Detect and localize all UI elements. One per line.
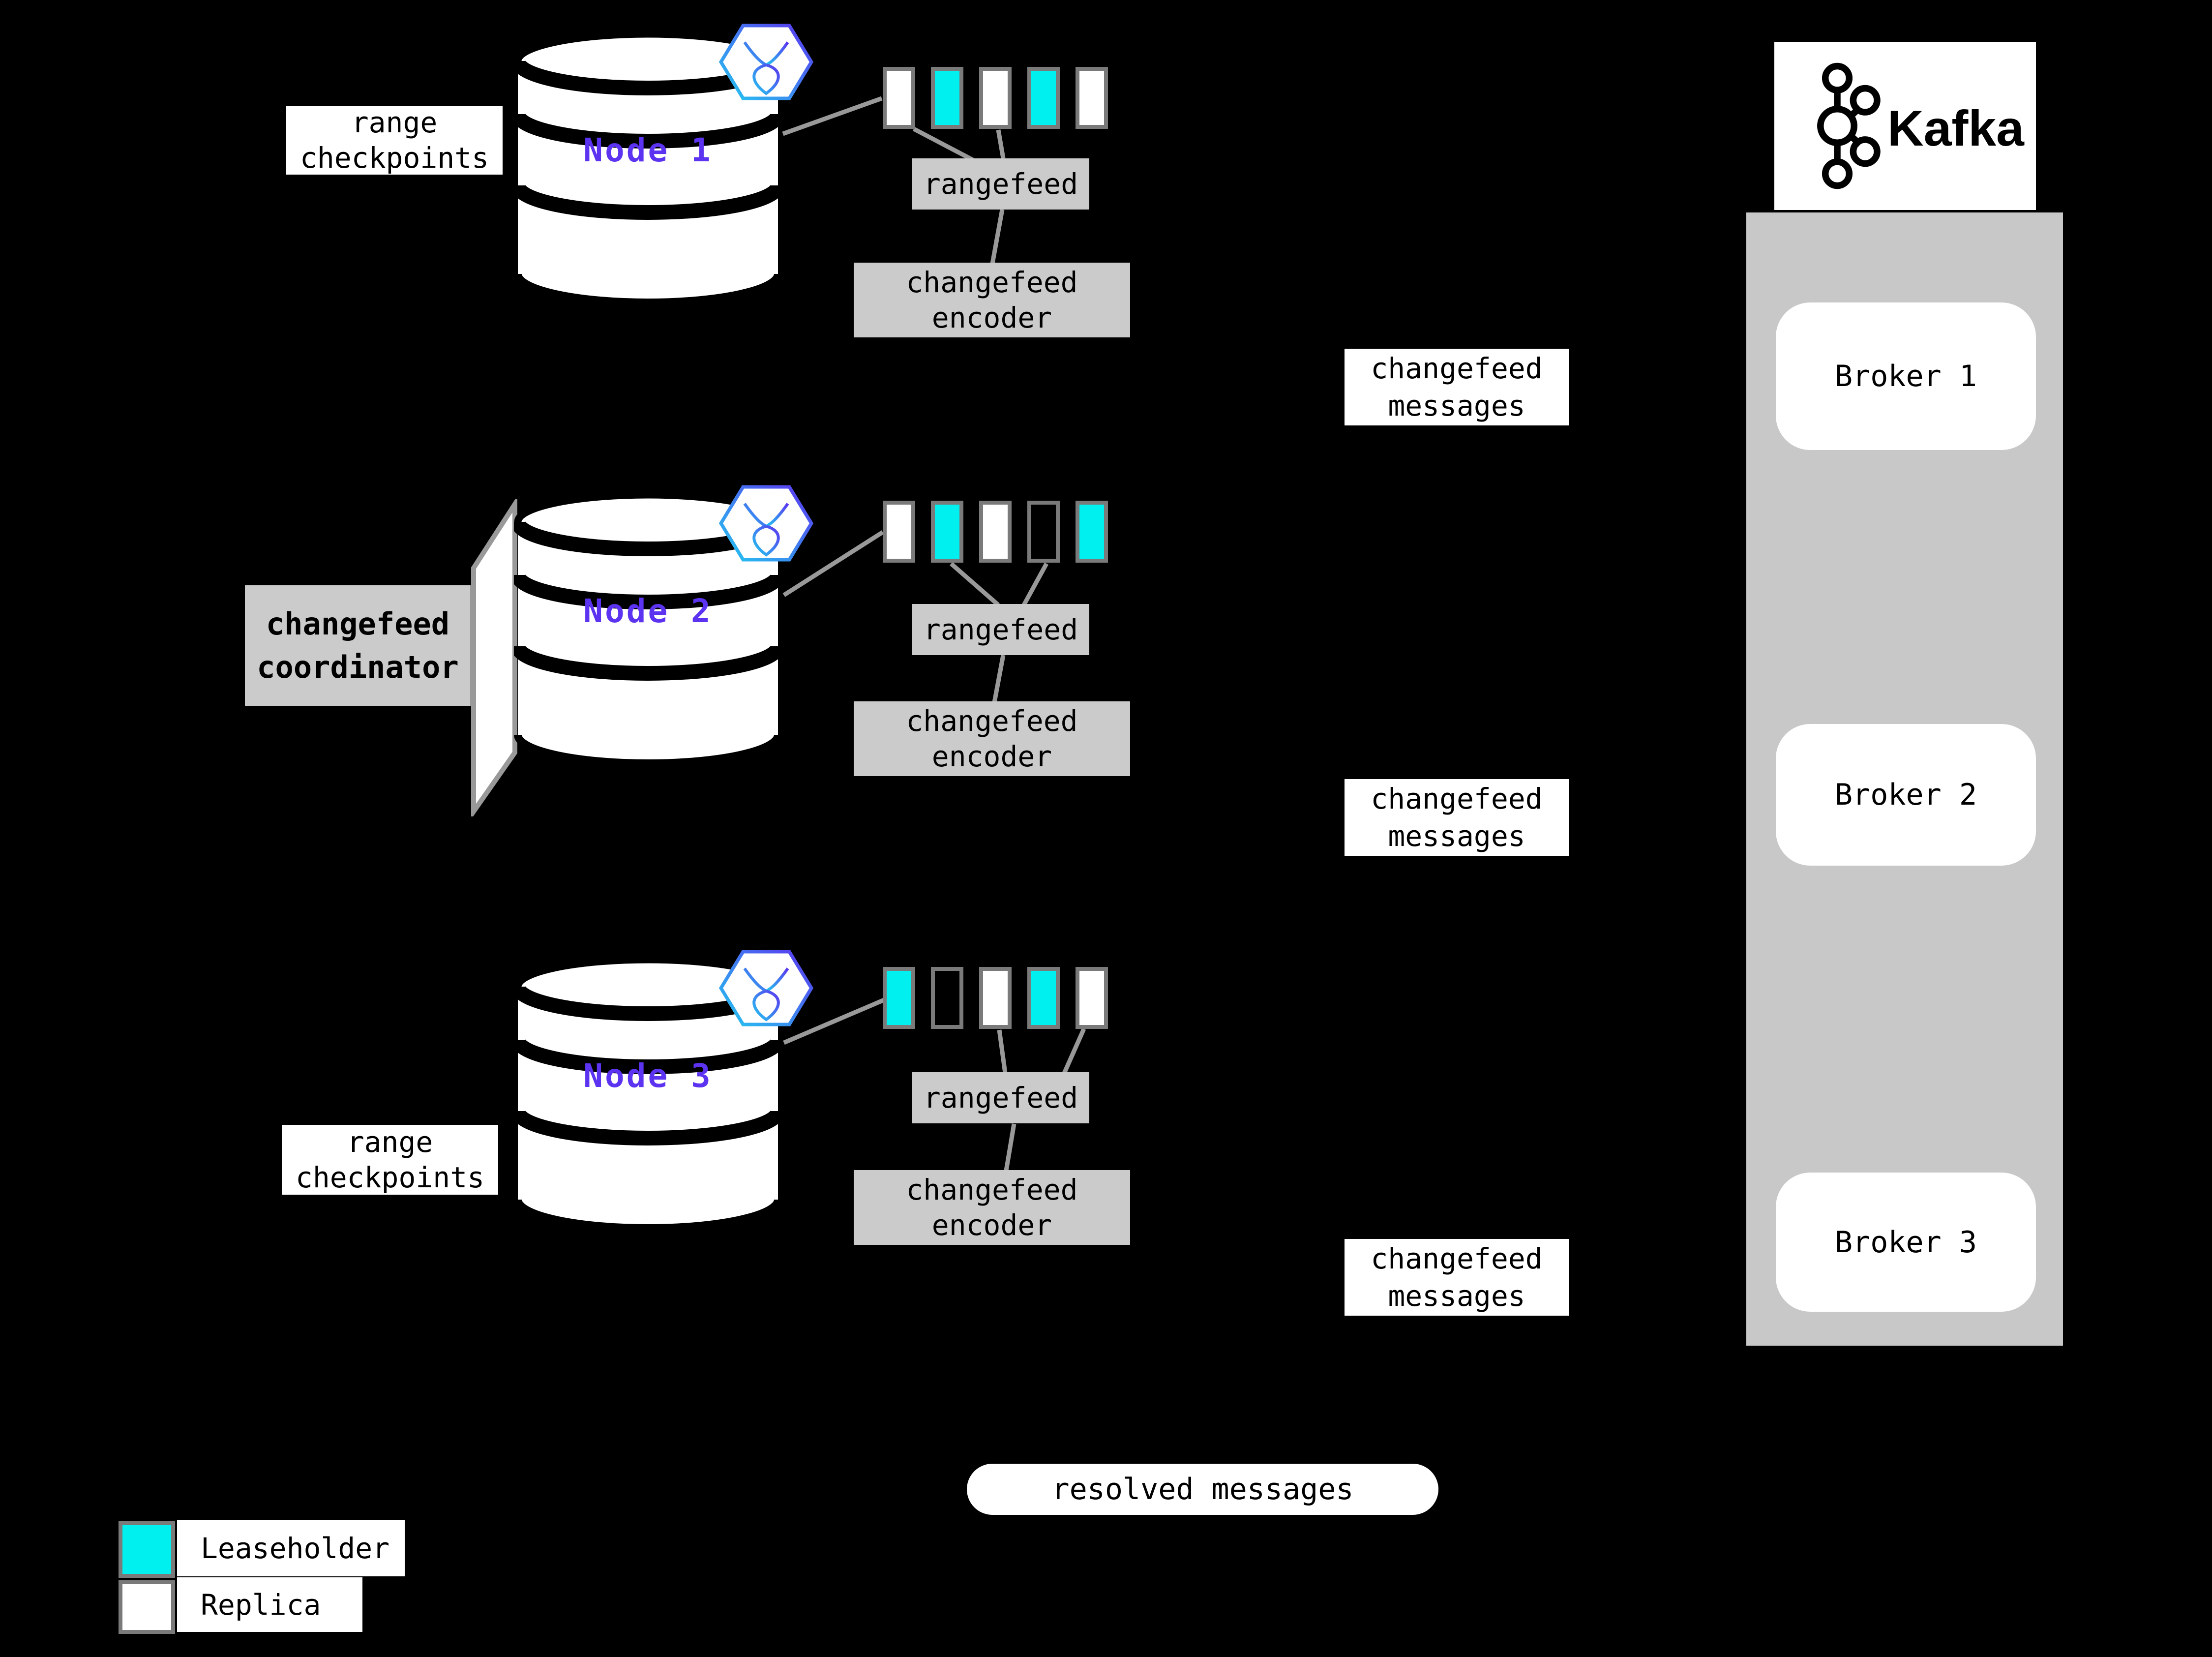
resolved-messages-text: resolved messages: [1051, 1472, 1354, 1506]
node3-name: Node 3: [583, 1057, 713, 1095]
coordinator-flag-shape: [471, 499, 517, 816]
rangefeed-label: rangefeed: [923, 167, 1078, 201]
broker-3: Broker 3: [1776, 1173, 2036, 1312]
broker-1: Broker 1: [1776, 302, 2036, 450]
range-checkpoints-line1: range: [351, 106, 438, 139]
broker-3-label: Broker 3: [1835, 1225, 1977, 1260]
broker-1-label: Broker 1: [1835, 359, 1977, 393]
kafka-logo-box: Kafka: [1774, 42, 2036, 210]
legend-leaseholder-text: Leaseholder: [201, 1531, 390, 1565]
encoder-line1: changefeed: [906, 266, 1078, 299]
node3-ranges: [883, 967, 1108, 1029]
kafka-logo-icon: [1817, 62, 1881, 189]
node2-ranges: [883, 501, 1108, 563]
node1-name: Node 1: [583, 131, 713, 169]
resolved-messages-label: resolved messages: [967, 1464, 1438, 1515]
arrowhead-into-broker3: [2064, 1244, 2085, 1257]
range-square-replica: [883, 501, 915, 563]
range-checkpoints-label-node1: range checkpoints: [286, 106, 503, 175]
cockroachdb-badge-node2: [719, 485, 813, 562]
legend-leaseholder-swatch: [119, 1521, 175, 1578]
node1-rangefeed-box: rangefeed: [912, 158, 1089, 210]
arrowhead-into-broker1: [2058, 333, 2088, 352]
range-square-empty: [1027, 501, 1060, 563]
messages-line1: changefeed: [1371, 782, 1543, 815]
database-cylinder-icon: [510, 30, 785, 306]
range-square-leaseholder: [1027, 967, 1060, 1029]
range-square-replica: [883, 67, 915, 129]
messages-line1: changefeed: [1371, 1242, 1543, 1275]
node1-changefeed-encoder-box: changefeed encoder: [854, 263, 1130, 337]
cockroachdb-badge-node3: [719, 950, 813, 1026]
rangefeed-label: rangefeed: [923, 1081, 1078, 1115]
range-square-replica: [1076, 67, 1108, 129]
range-checkpoints-label-node3: range checkpoints: [282, 1125, 498, 1195]
legend-replica-labelbox: Replica: [177, 1577, 362, 1632]
node3-changefeed-encoder-box: changefeed encoder: [854, 1170, 1130, 1245]
encoder-line2: encoder: [931, 740, 1052, 773]
range-square-replica: [979, 501, 1012, 563]
range-square-leaseholder: [1076, 501, 1108, 563]
messages-line1: changefeed: [1371, 352, 1543, 385]
coordinator-line2: coordinator: [257, 649, 459, 685]
broker-2: Broker 2: [1776, 724, 2036, 866]
encoder-line1: changefeed: [906, 1173, 1078, 1206]
cockroach-glyph-icon: [743, 41, 789, 95]
range-square-replica: [1076, 967, 1108, 1029]
coordinator-line1: changefeed: [266, 605, 450, 642]
messages-line2: messages: [1388, 819, 1525, 853]
node1-ranges: [883, 67, 1108, 129]
broker-2-label: Broker 2: [1835, 778, 1977, 812]
kafka-broker-container: Broker 1 Broker 2 Broker 3: [1746, 212, 2063, 1346]
legend-replica-swatch: [119, 1580, 175, 1634]
node3-cylinder: Node 3: [510, 956, 785, 1257]
range-square-leaseholder: [931, 67, 963, 129]
range-square-leaseholder: [1027, 67, 1060, 129]
range-square-replica: [979, 67, 1012, 129]
range-checkpoints-line2: checkpoints: [299, 141, 489, 175]
range-checkpoints-line1: range: [347, 1125, 433, 1159]
encoder-line2: encoder: [931, 301, 1052, 334]
range-square-replica: [979, 967, 1012, 1029]
changefeed-messages-label-1: changefeed messages: [1345, 349, 1569, 425]
encoder-line1: changefeed: [906, 704, 1078, 738]
node2-name: Node 2: [583, 592, 713, 630]
changefeed-coordinator-box: changefeed coordinator: [245, 585, 471, 706]
range-square-empty: [931, 967, 963, 1029]
legend-leaseholder-labelbox: Leaseholder: [177, 1520, 405, 1576]
rangefeed-label: rangefeed: [923, 613, 1078, 646]
messages-line2: messages: [1388, 1279, 1525, 1313]
node2-rangefeed-box: rangefeed: [912, 604, 1089, 655]
database-cylinder-icon: [510, 956, 785, 1232]
range-square-leaseholder: [883, 967, 915, 1029]
kafka-wordmark: Kafka: [1887, 100, 2024, 156]
range-square-leaseholder: [931, 501, 963, 563]
cockroach-glyph-icon: [743, 967, 789, 1022]
messages-line2: messages: [1388, 389, 1525, 422]
range-checkpoints-line2: checkpoints: [295, 1161, 485, 1194]
changefeed-messages-label-2: changefeed messages: [1345, 779, 1569, 856]
cockroach-glyph-icon: [743, 503, 789, 557]
encoder-line2: encoder: [931, 1208, 1052, 1242]
node3-rangefeed-box: rangefeed: [912, 1072, 1089, 1123]
node2-changefeed-encoder-box: changefeed encoder: [854, 701, 1130, 776]
node1-cylinder: Node 1: [510, 30, 785, 331]
changefeed-messages-label-3: changefeed messages: [1345, 1239, 1569, 1316]
legend-replica-text: Replica: [201, 1588, 321, 1622]
cockroachdb-badge-node1: [719, 24, 813, 100]
